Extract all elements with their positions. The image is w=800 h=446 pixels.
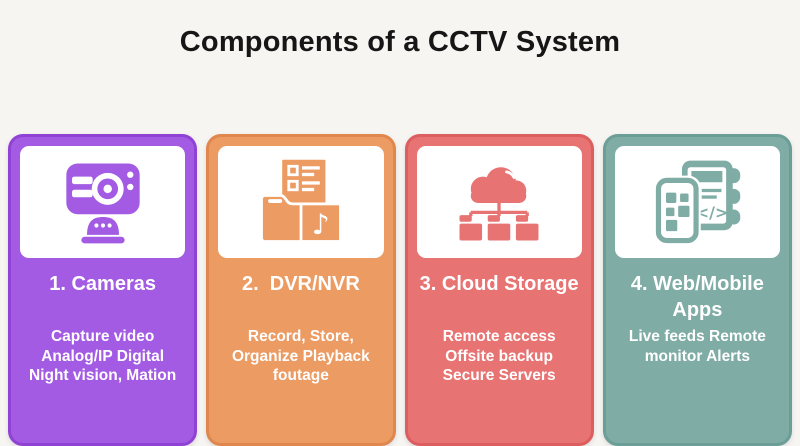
icon-panel: ♪ [218,146,384,258]
desc-line: Analog/IP Digital [41,347,165,365]
icon-panel [20,146,186,258]
card-title: 1. Cameras [49,273,156,295]
card-title: 4. Web/Mobile Apps [630,273,769,321]
card-description: Record, Store, Organize Playback foutage [218,327,383,386]
page-title: Components of a CCTV System [179,26,621,58]
desc-line: Organize Playback [231,347,370,365]
svg-text:♪: ♪ [312,208,330,241]
desc-line: Capture video [50,328,155,345]
desc-line: Night vision, Mation [29,367,177,384]
desc-line: foutage [272,367,329,384]
card-cameras: 1. Cameras Capture video Analog/IP Digit… [8,134,198,446]
svg-text:</>: </> [696,203,729,222]
icon-panel: </> [614,146,780,258]
card-cloud-storage: 3. Cloud Storage Remote access Offsite b… [404,134,594,446]
desc-line: monitor Alerts [644,347,751,365]
desc-line: Remote access [442,328,556,345]
cloud-network-icon [459,167,539,241]
mobile-web-icon: </> [654,160,741,246]
card-dvr-nvr: ♪ 2. DVR/NVR Record, Store, Organize Pla… [206,134,396,446]
card-title: 3. Cloud Storage [419,273,579,295]
card-web-mobile-apps: </> 4. Web/Mobile Apps Live feeds Remote… [602,134,792,446]
card-description: Remote access Offsite backup Secure Serv… [417,327,582,386]
dvr-storage-icon: ♪ [259,159,342,243]
icon-panel [416,146,582,258]
desc-line: Record, Store, [247,328,354,345]
card-description: Capture video Analog/IP Digital Night vi… [20,327,185,386]
desc-line: Live feeds Remote [628,328,766,345]
card-title: 2. DVR/NVR [241,273,360,295]
cards-row: 1. Cameras Capture video Analog/IP Digit… [8,134,792,446]
desc-line: Secure Servers [442,367,556,384]
card-description: Live feeds Remote monitor Alerts [615,327,780,366]
desc-line: Offsite backup [445,347,553,365]
webcam-icon [65,163,140,244]
